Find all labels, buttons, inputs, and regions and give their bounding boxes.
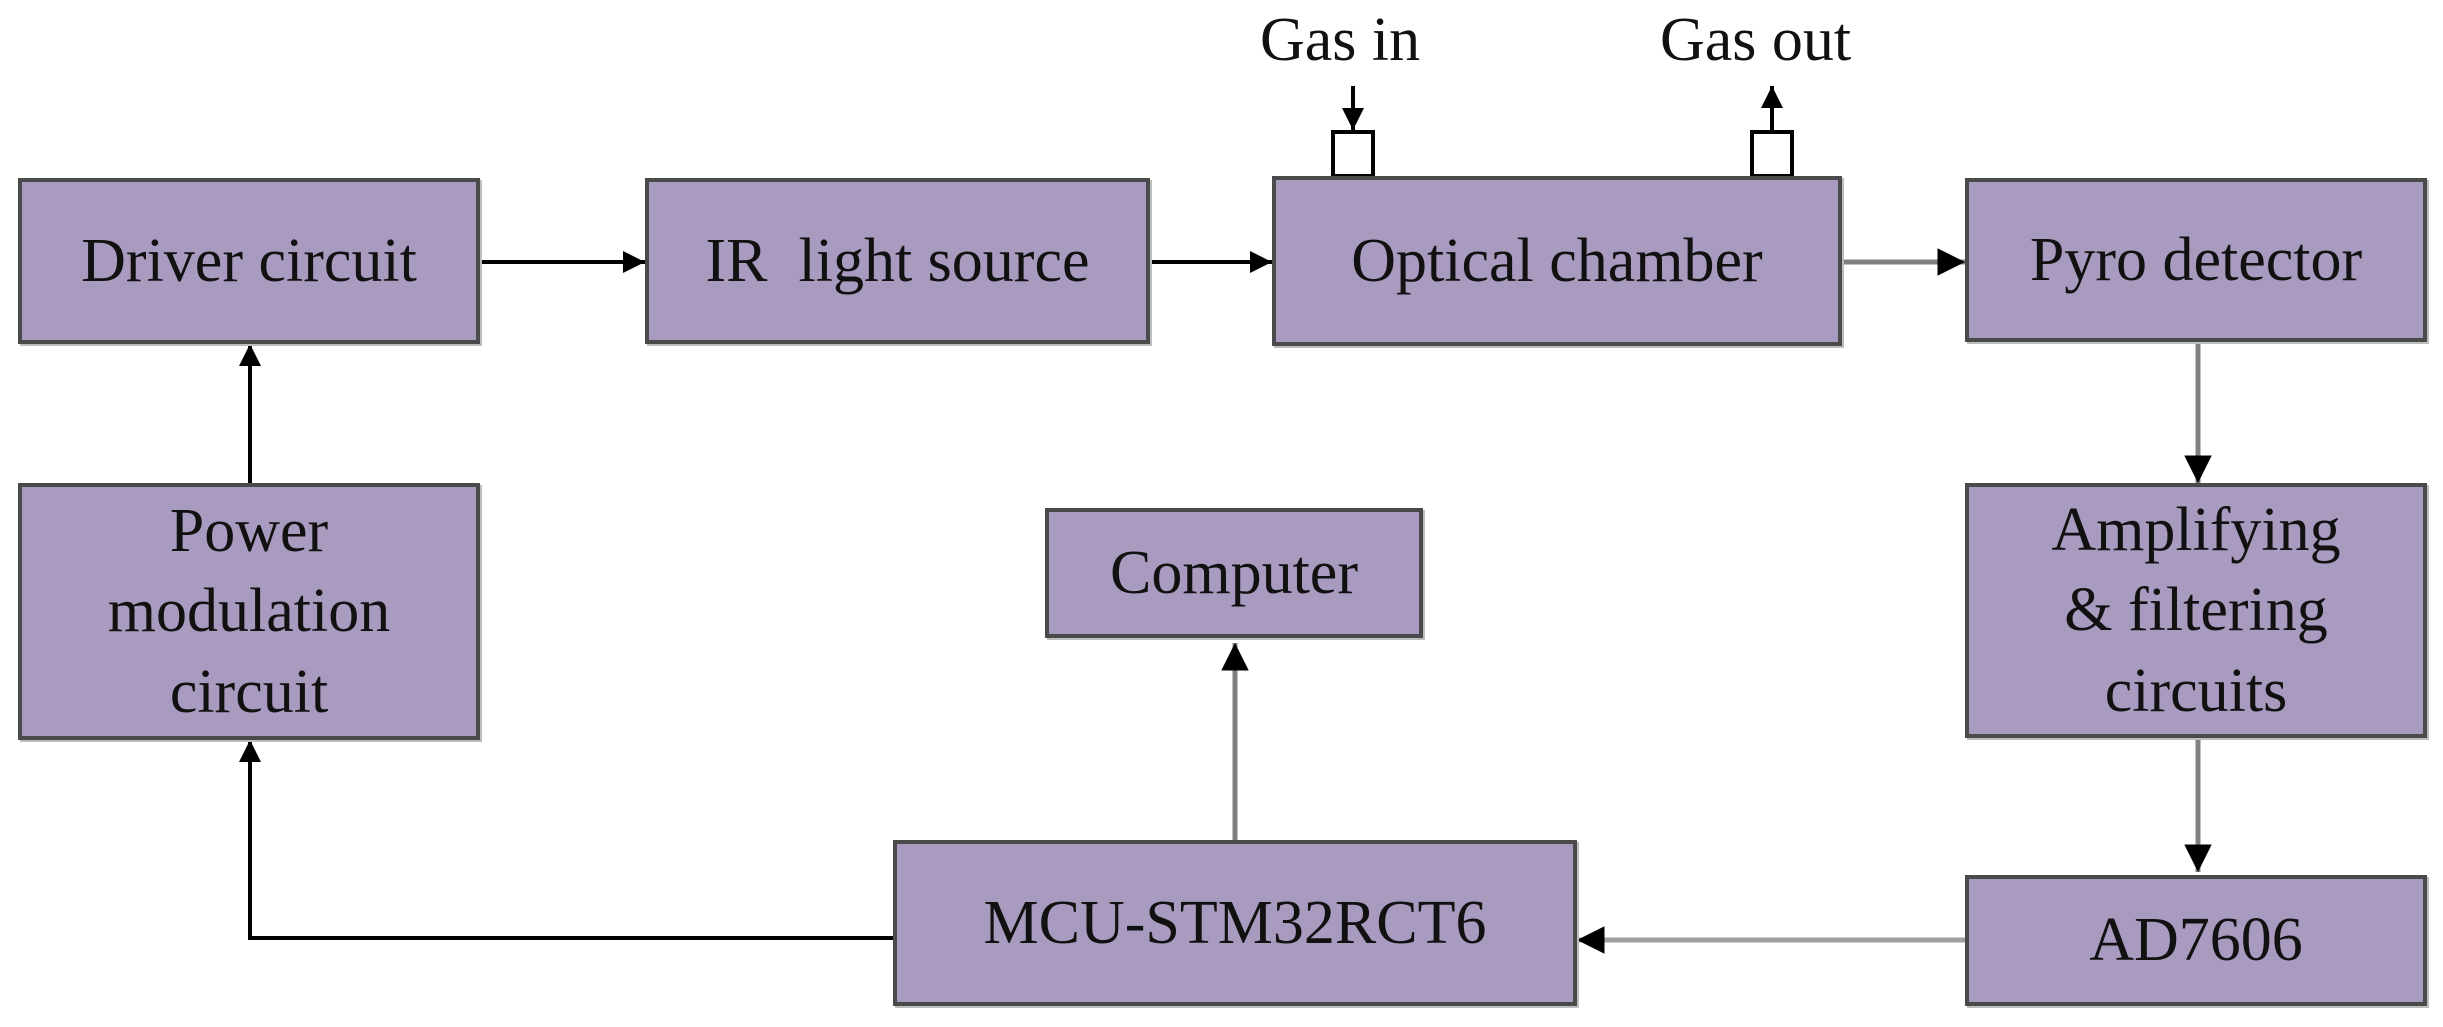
ir-light-source-block: IR light source <box>645 178 1150 344</box>
ad7606-block: AD7606 <box>1965 875 2427 1006</box>
amplifying-line-1: Amplifying <box>2051 495 2341 564</box>
mcu-label: MCU-STM32RCT6 <box>983 888 1487 957</box>
optical-chamber-block: Optical chamber <box>1272 176 1842 346</box>
power-modulation-line-1: Power <box>169 496 329 565</box>
computer-block: Computer <box>1045 508 1423 638</box>
ir-light-source-label: IR light source <box>705 226 1090 295</box>
power-modulation-line-2: modulation <box>107 577 391 646</box>
mcu-block: MCU-STM32RCT6 <box>893 840 1577 1006</box>
amplifying-line-2: & filtering <box>2064 576 2328 645</box>
power-modulation-block: Power modulation circuit <box>18 483 480 740</box>
gas-in-port <box>1331 130 1375 178</box>
gas-out-label: Gas out <box>1660 6 1852 74</box>
computer-label: Computer <box>1110 538 1358 607</box>
pyro-detector-label: Pyro detector <box>2029 225 2363 294</box>
gas-out-port <box>1750 130 1794 178</box>
amplifying-line-3: circuits <box>2104 656 2288 725</box>
driver-circuit-block: Driver circuit <box>18 178 480 344</box>
ad7606-label: AD7606 <box>2089 906 2303 975</box>
driver-circuit-label: Driver circuit <box>81 226 417 295</box>
arrow-mcu-to-power <box>239 740 893 940</box>
optical-chamber-label: Optical chamber <box>1351 226 1763 295</box>
amplifying-filtering-block: Amplifying & filtering circuits <box>1965 483 2427 738</box>
pyro-detector-block: Pyro detector <box>1965 178 2427 342</box>
power-modulation-line-3: circuit <box>169 657 329 726</box>
gas-in-label: Gas in <box>1260 6 1421 74</box>
